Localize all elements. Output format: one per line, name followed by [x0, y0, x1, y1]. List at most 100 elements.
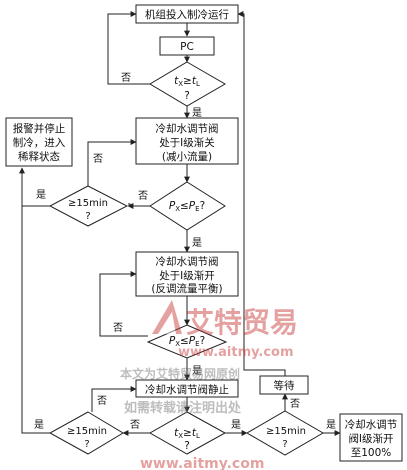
d2-line-1: ≥15min	[68, 198, 108, 209]
d3-no-label: 否	[138, 190, 148, 202]
d3-condition: PX≤PE?	[169, 200, 205, 213]
d1-q: ?	[184, 90, 190, 102]
d7-no-label: 否	[290, 398, 300, 410]
d4-var-b: P	[189, 335, 196, 347]
p2-line-3: (反调流量平衡)	[151, 282, 222, 295]
d5-no-label: 否	[97, 395, 107, 407]
watermark-line-2: 如需转载请注明出处	[124, 400, 242, 416]
start-box	[135, 4, 239, 24]
start-label: 机组投入制冷运行	[145, 8, 229, 21]
d4-op: ≤	[180, 335, 189, 347]
d6-var-b-sub: L	[196, 432, 200, 440]
d1-yes-label: 是	[192, 107, 202, 119]
watermark-logo-mark	[152, 300, 182, 334]
p1-box	[135, 117, 239, 165]
d1-var-a: t	[174, 75, 179, 87]
p3-box	[135, 379, 239, 398]
watermark-url-2: www.aitmy.com	[140, 456, 264, 470]
p1-line-1: 冷却水调节阀	[156, 122, 219, 135]
p1-line-3: (减小流量)	[162, 150, 212, 163]
d6-no-label: 否	[130, 419, 140, 431]
p2-line-1: 冷却水调节阀	[156, 255, 219, 268]
d1-op: ≥	[183, 75, 192, 87]
d1-no-label: 否	[121, 72, 131, 84]
p2-box	[135, 251, 239, 297]
d2-line-2: ?	[85, 211, 90, 222]
wait-box	[259, 375, 309, 395]
d4-no-label: 否	[113, 322, 123, 334]
node-wait: 等待	[259, 375, 309, 395]
arrow-d5-yes	[21, 168, 50, 434]
d2-no-label: 否	[93, 153, 103, 165]
p4-box	[339, 413, 403, 462]
watermark-url: www.aitmy.com	[178, 345, 294, 360]
d3-var-b: P	[189, 200, 196, 212]
d6-condition: tX≥tL	[174, 427, 200, 440]
d5-diamond	[48, 411, 124, 455]
d3-op: ≤	[180, 200, 189, 212]
d6-yes-label: 是	[231, 419, 241, 431]
d1-var-b-sub: L	[196, 80, 200, 88]
p4-line-3: 至100%	[351, 447, 392, 459]
d4-condition: PX≤PE?	[169, 335, 205, 348]
d6-var-a: t	[174, 427, 179, 439]
node-p4: 冷却水调节 阀Ⅰ级渐开 至100%	[339, 413, 403, 462]
p4-line-1: 冷却水调节	[345, 418, 398, 431]
pc-box	[159, 36, 215, 56]
node-p3: 冷却水调节阀静止	[135, 379, 239, 398]
d3-q: ?	[200, 200, 206, 212]
d5-yes-label: 是	[34, 419, 44, 431]
node-p1: 冷却水调节阀 处于Ⅰ级渐关 (减小流量)	[135, 117, 239, 165]
d4-var-b-sub: E	[195, 340, 199, 348]
alarm-line-1: 报警并停止	[13, 122, 66, 135]
d7-diamond	[246, 410, 324, 456]
p1-line-2: 处于Ⅰ级渐关	[159, 136, 215, 149]
d5-line-1: ≥15min	[67, 426, 107, 437]
loop-d4-no	[99, 271, 148, 337]
node-d2: ≥15min ? 否 是	[36, 153, 129, 227]
arrow-d5-no	[91, 386, 137, 412]
node-d3: PX≤PE? 否 是	[138, 181, 226, 249]
alarm-box	[5, 117, 73, 167]
d3-var-a-sub: X	[175, 205, 180, 213]
d3-yes-label: 是	[192, 237, 202, 249]
alarm-line-2: 制冷，进入	[13, 136, 66, 149]
d5-line-2: ?	[84, 439, 89, 450]
node-p2: 冷却水调节阀 处于Ⅰ级渐开 (反调流量平衡)	[135, 251, 239, 297]
arrow-d2-no	[87, 139, 137, 186]
d4-q: ?	[200, 335, 206, 347]
d2-yes-label: 是	[36, 189, 46, 201]
node-pc: PC	[159, 36, 215, 56]
d7-yes-label: 是	[326, 419, 336, 431]
d3-var-b-sub: E	[195, 205, 199, 213]
loop-d1-no	[107, 11, 150, 85]
d4-var-a: P	[169, 335, 176, 347]
connectors	[19, 11, 341, 436]
d6-q: ?	[184, 440, 190, 452]
d6-var-b: t	[192, 427, 197, 439]
alarm-line-3: 稀释状态	[18, 150, 60, 163]
watermark-line-1: 本文为艾特贸易网原创	[120, 366, 240, 381]
d2-diamond	[48, 185, 129, 227]
node-d5: ≥15min ? 否 是	[34, 395, 124, 455]
d1-var-b: t	[192, 75, 197, 87]
d7-line-1: ≥15min	[266, 426, 306, 437]
d6-op: ≥	[183, 427, 192, 439]
arrow-wait-to-start	[237, 11, 286, 376]
d6-diamond	[148, 411, 227, 455]
d6-var-a-sub: X	[178, 432, 183, 440]
d3-var-a: P	[169, 200, 176, 212]
d7-line-2: ?	[282, 439, 287, 450]
node-start: 机组投入制冷运行	[135, 4, 239, 24]
p4-line-2: 阀Ⅰ级渐开	[348, 432, 393, 445]
node-d1: tX≥tL ? 否 是	[121, 61, 226, 119]
d1-condition: tX≥tL	[174, 75, 200, 88]
d1-var-a-sub: X	[178, 80, 183, 88]
d1-diamond	[149, 61, 226, 107]
d3-diamond	[149, 181, 226, 231]
node-d4: PX≤PE? 否 是	[113, 322, 228, 377]
node-d6: tX≥tL ? 否 是	[130, 411, 241, 455]
d4-var-a-sub: X	[175, 340, 180, 348]
d4-yes-label: 是	[192, 365, 202, 377]
